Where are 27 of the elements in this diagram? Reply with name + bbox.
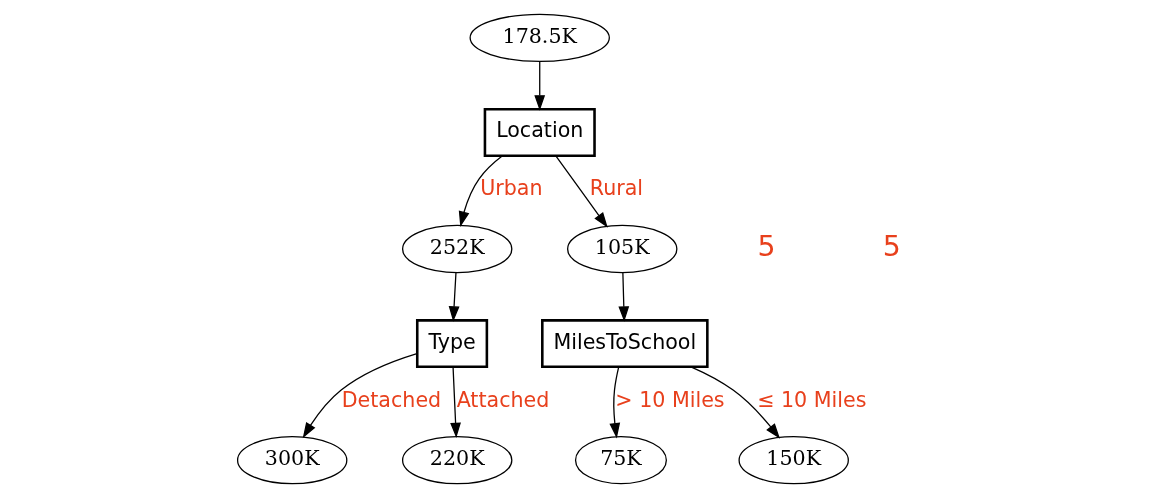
node-ellipse: 105K [566, 224, 677, 273]
edge-label: ≤ 10 Miles [756, 387, 866, 412]
arrow [458, 154, 503, 227]
node-ellipse: 150K [737, 435, 849, 484]
node-ellipse: 300K [236, 435, 347, 484]
node-ellipse: 252K [401, 224, 512, 273]
node-box: Type [415, 318, 488, 368]
edge-label: Urban [479, 175, 543, 200]
label: 5 [757, 229, 776, 263]
arrow [608, 366, 620, 438]
edge-label: Attached [456, 387, 549, 412]
edge-label: Rural [589, 175, 643, 200]
arrow [617, 271, 629, 322]
node-ellipse: 75K [574, 435, 667, 484]
node-ellipse: 178.5K [469, 13, 610, 62]
arrow [689, 365, 780, 439]
arrow [449, 365, 461, 438]
edge-label: > 10 Miles [614, 387, 725, 412]
arrow [554, 154, 608, 228]
arrow [448, 271, 459, 322]
node-box: Location [483, 107, 596, 157]
node-box: MilesToSchool [540, 318, 709, 368]
arrow [533, 60, 545, 111]
label: 5 [882, 229, 901, 263]
node-ellipse: 220K [401, 435, 512, 484]
arrow [302, 352, 418, 438]
edge-label: Detached [341, 387, 441, 412]
